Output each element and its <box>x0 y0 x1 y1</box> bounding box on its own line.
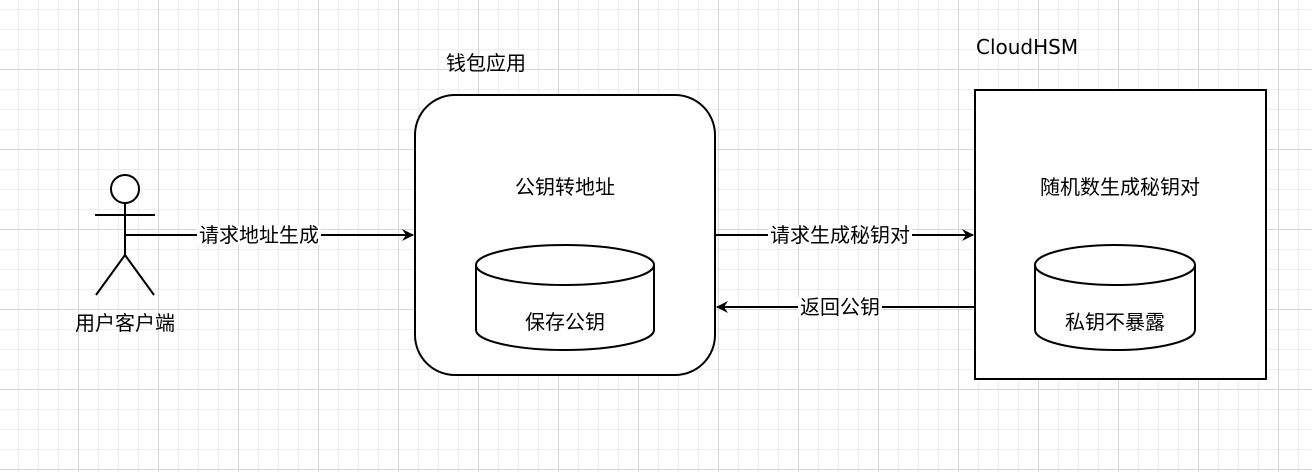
cloudhsm-label: 随机数生成秘钥对 <box>1040 175 1200 199</box>
edge-label-return-pubkey: 返回公钥 <box>798 295 882 319</box>
public-key-store-cylinder[interactable] <box>475 244 655 351</box>
public-key-store-label: 保存公钥 <box>525 310 605 334</box>
private-key-store-cylinder[interactable] <box>1034 244 1196 351</box>
wallet-app-title: 钱包应用 <box>446 51 526 75</box>
private-key-store-label: 私钥不暴露 <box>1065 310 1165 334</box>
wallet-app-label: 公钥转地址 <box>515 175 615 199</box>
actor-label: 用户客户端 <box>75 311 175 335</box>
edge-label-request-address: 请求地址生成 <box>197 223 321 247</box>
person-icon[interactable] <box>95 174 155 296</box>
cloudhsm-title: CloudHSM <box>976 35 1079 59</box>
edge-label-request-keypair: 请求生成秘钥对 <box>768 223 912 247</box>
